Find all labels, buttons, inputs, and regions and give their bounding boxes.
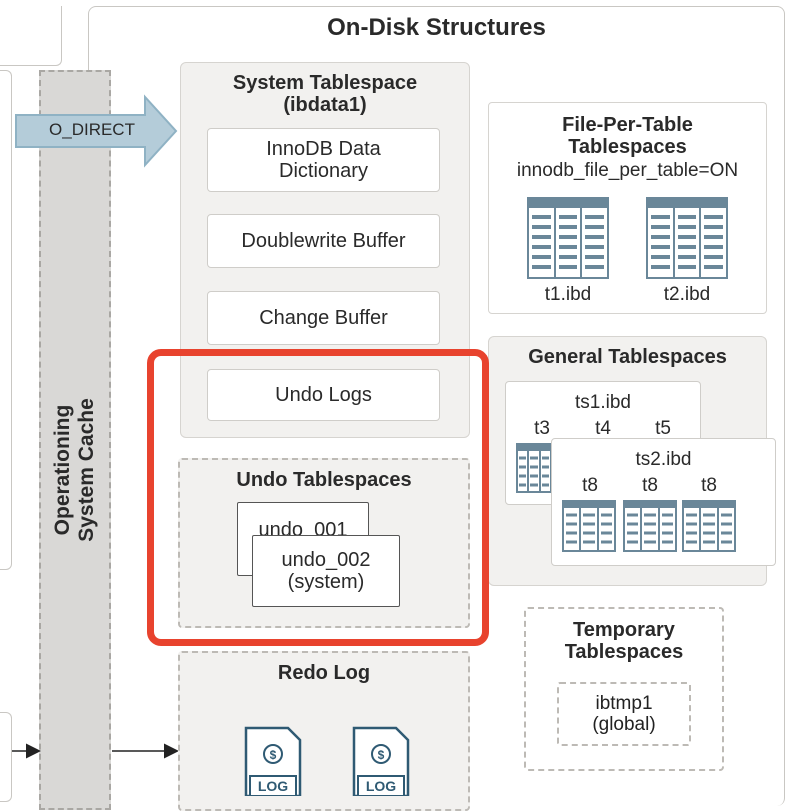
- undo-002-line1: undo_002: [281, 549, 371, 571]
- redo-log-file-1-label: LOG: [257, 778, 289, 794]
- undo-tablespaces-title: Undo Tablespaces: [236, 469, 412, 491]
- innodb-data-dictionary-line2: Dictionary: [279, 160, 368, 182]
- redo-log-file-2-label: LOG: [365, 778, 397, 794]
- temporary-tablespaces-title-line1: Temporary: [573, 619, 675, 641]
- ts2-ibd-label: ts2.ibd: [635, 449, 692, 470]
- left-partial-frame: [0, 6, 62, 66]
- page-title: On-Disk Structures: [327, 14, 546, 41]
- file-per-table-title-line1: File-Per-Table: [562, 114, 693, 136]
- t2-ibd-label: t2.ibd: [663, 284, 711, 305]
- svg-text:$: $: [270, 748, 277, 762]
- table-icon: [623, 500, 677, 552]
- undo-logs-label: Undo Logs: [275, 384, 372, 406]
- ts1-ibd-label: ts1.ibd: [575, 392, 631, 413]
- redo-log-file-1: $ LOG: [244, 726, 302, 796]
- ibtmp1-line1: ibtmp1: [595, 693, 653, 714]
- system-tablespace-title: System Tablespace (ibdata1): [180, 72, 470, 116]
- ibtmp1-line2: (global): [592, 714, 656, 735]
- o-direct-label: O_DIRECT: [49, 120, 135, 139]
- temporary-tablespaces-title-line2: Tablespaces: [564, 641, 684, 663]
- ts2-table-t8-3: t8: [701, 475, 717, 496]
- table-icon: [646, 197, 728, 279]
- general-tablespaces-title: General Tablespaces: [528, 346, 727, 368]
- ts2-table-t8-2: t8: [642, 475, 658, 496]
- log-file-icon: $: [244, 726, 302, 796]
- table-icon: [516, 443, 552, 493]
- change-buffer-label: Change Buffer: [259, 307, 388, 329]
- innodb-data-dictionary: InnoDB Data Dictionary: [207, 128, 440, 192]
- table-icon: [527, 197, 609, 279]
- doublewrite-buffer: Doublewrite Buffer: [207, 214, 440, 268]
- ts1-table-t3: t3: [534, 418, 550, 439]
- temporary-tablespaces-title: Temporary Tablespaces: [524, 619, 724, 663]
- undo-logs: Undo Logs: [207, 369, 440, 421]
- system-tablespace-title-line2: (ibdata1): [283, 94, 367, 116]
- ibtmp1-file: ibtmp1 (global): [557, 682, 691, 746]
- table-icon: [562, 500, 616, 552]
- t1-ibd-label: t1.ibd: [544, 284, 592, 305]
- ts1-table-t5: t5: [655, 418, 671, 439]
- left-memory-frame: [0, 70, 12, 570]
- file-per-table-title: File-Per-Table Tablespaces: [488, 114, 767, 158]
- file-per-table-setting: innodb_file_per_table=ON: [516, 160, 739, 181]
- undo-002-line2: (system): [287, 571, 365, 593]
- doublewrite-buffer-label: Doublewrite Buffer: [241, 230, 406, 252]
- redo-log: [178, 651, 470, 811]
- system-tablespace-title-line1: System Tablespace: [232, 72, 418, 94]
- change-buffer: Change Buffer: [207, 291, 440, 345]
- os-cache-column: [39, 70, 111, 810]
- table-icon: [682, 500, 736, 552]
- redo-log-title: Redo Log: [277, 662, 371, 684]
- ts1-table-t4: t4: [595, 418, 611, 439]
- highlight-frame: [147, 349, 489, 646]
- o-direct-arrow: [15, 94, 178, 168]
- undo-002: undo_002 (system): [252, 535, 400, 607]
- svg-text:$: $: [378, 748, 385, 762]
- redo-log-file-2: $ LOG: [352, 726, 410, 796]
- innodb-data-dictionary-line1: InnoDB Data: [266, 138, 381, 160]
- ts2-table-t8-1: t8: [582, 475, 598, 496]
- file-per-table-title-line2: Tablespaces: [568, 136, 687, 158]
- log-file-icon: $: [352, 726, 410, 796]
